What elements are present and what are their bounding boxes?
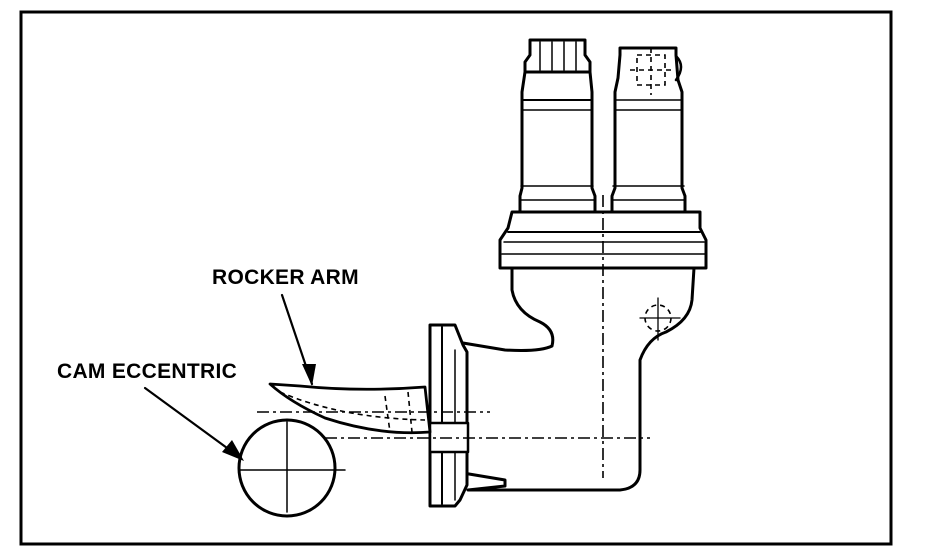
outlet-fitting (610, 46, 687, 214)
leader-lines (143, 293, 316, 461)
rocker-arm (268, 382, 432, 435)
cam-eccentric-label: CAM ECCENTRIC (57, 360, 237, 383)
rocker-arm-arrowhead (302, 364, 316, 386)
cam-eccentric-arrowhead (222, 440, 244, 461)
pump-body-collar (498, 210, 708, 270)
centerlines (257, 195, 650, 478)
pump-body (443, 266, 696, 492)
cam-eccentric (237, 418, 346, 518)
mounting-flange (428, 323, 470, 508)
inlet-fitting (518, 38, 597, 214)
rocker-arm-label: ROCKER ARM (212, 266, 359, 289)
